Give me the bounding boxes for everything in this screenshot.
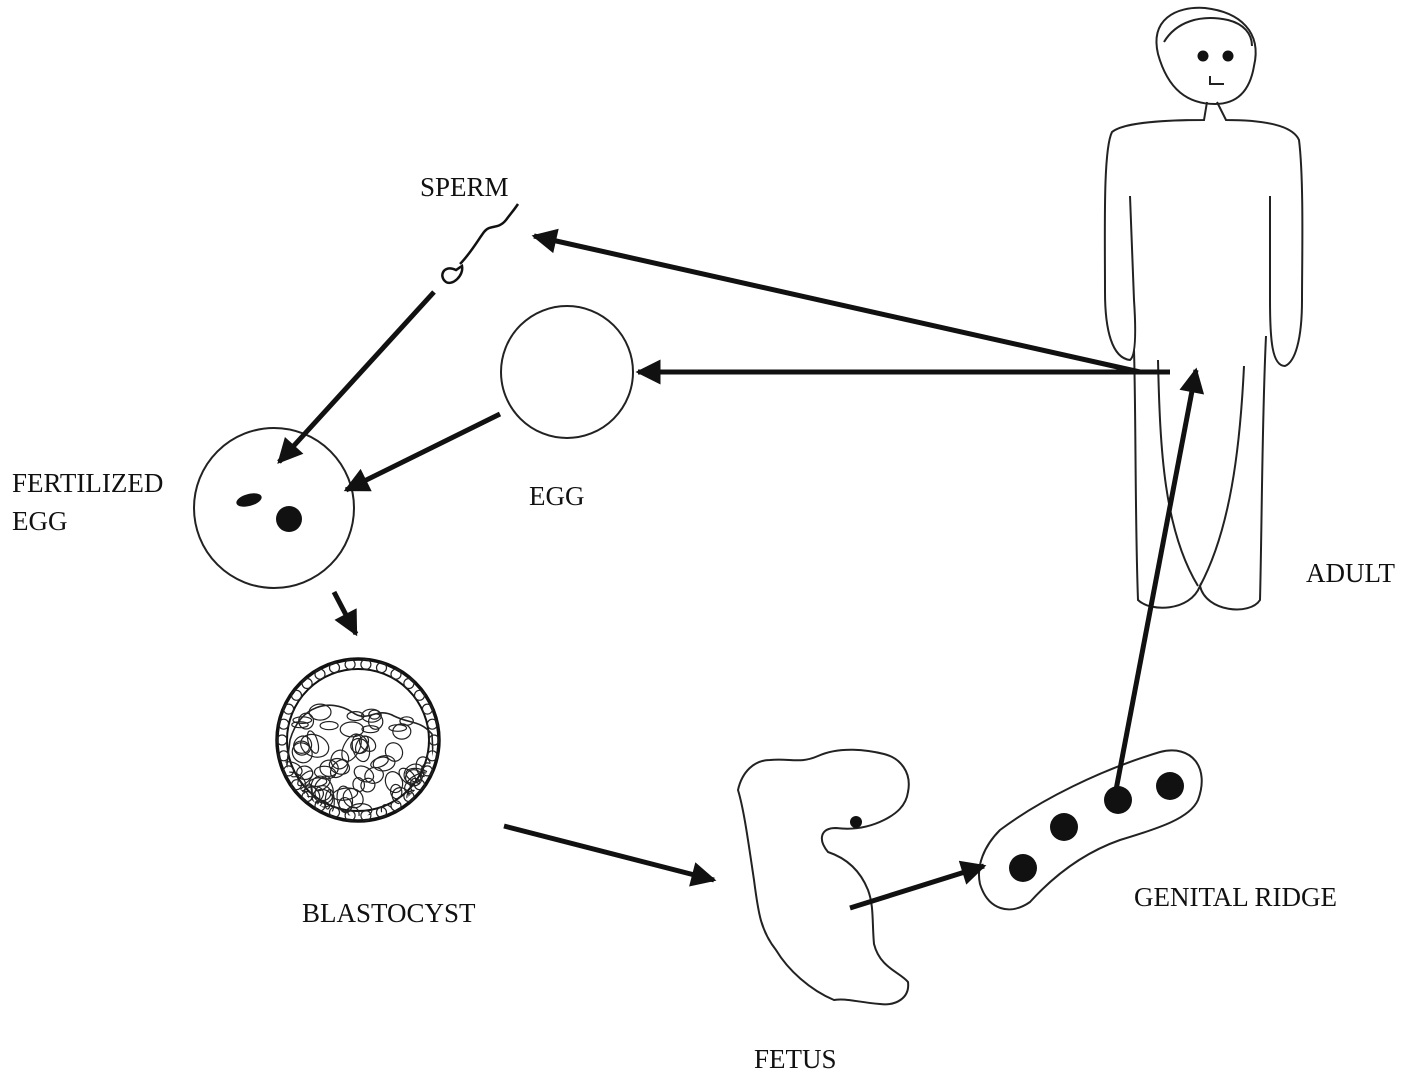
fertilized-egg-nucleus	[276, 506, 302, 532]
fertilized-egg-pronucleus	[235, 491, 263, 509]
arrow-sperm-to-fertilized-egg	[279, 292, 434, 462]
label-adult: ADULT	[1306, 558, 1396, 588]
arrow-fertilized-egg-to-blastocyst	[334, 592, 356, 634]
label-fertilized-line1: FERTILIZED	[12, 468, 163, 498]
label-fetus: FETUS	[754, 1044, 837, 1074]
label-fertilized-line2: EGG	[12, 506, 68, 536]
label-sperm: SPERM	[420, 172, 509, 202]
arrow-blastocyst-to-fetus	[504, 826, 714, 880]
label-genital-ridge: GENITAL RIDGE	[1134, 882, 1337, 912]
sperm-icon	[442, 204, 518, 283]
label-blastocyst: BLASTOCYST	[302, 898, 476, 928]
arrow-fetus-to-genital-ridge	[850, 866, 984, 908]
fertilized-egg-cell	[194, 428, 354, 588]
arrow-egg-to-fertilized-egg	[346, 414, 500, 490]
egg-cell	[501, 306, 633, 438]
blastocyst-icon	[276, 659, 439, 829]
adult-eye-left	[1198, 51, 1209, 62]
arrow-genital-ridge-to-adult	[1116, 370, 1196, 790]
adult-eye-right	[1223, 51, 1234, 62]
arrow-adult-to-sperm	[534, 236, 1140, 372]
label-egg: EGG	[529, 481, 585, 511]
adult-figure	[1105, 8, 1303, 610]
fetus-icon	[738, 750, 909, 1005]
